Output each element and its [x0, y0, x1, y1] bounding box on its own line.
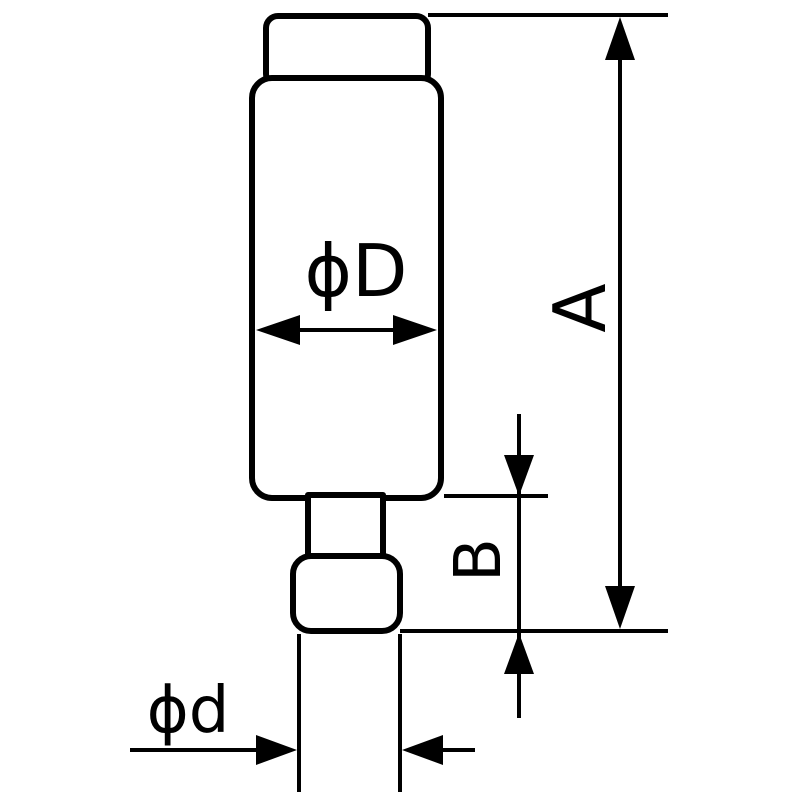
- dimension-phi-d-right-arrow: [393, 315, 437, 345]
- dimension-phi-d-left-arrow: [256, 315, 300, 345]
- dimension-a-top-arrow: [605, 17, 635, 60]
- dimension-a-label: A: [538, 283, 622, 332]
- dimension-phi-d-lower-label: ϕd: [147, 674, 230, 748]
- dimension-a-bottom-arrow: [605, 586, 635, 629]
- dimension-b-top-arrow: [504, 455, 534, 496]
- dimension-b-label: B: [442, 538, 516, 582]
- bottom-pin: [290, 553, 403, 634]
- dimension-b-bottom-arrow: [504, 633, 534, 674]
- dimension-phi-d-lower-left-arrow: [256, 735, 297, 765]
- dimension-phi-d-lower-right-arrow: [402, 735, 443, 765]
- dimension-phi-d-upper-label: ϕD: [305, 229, 408, 313]
